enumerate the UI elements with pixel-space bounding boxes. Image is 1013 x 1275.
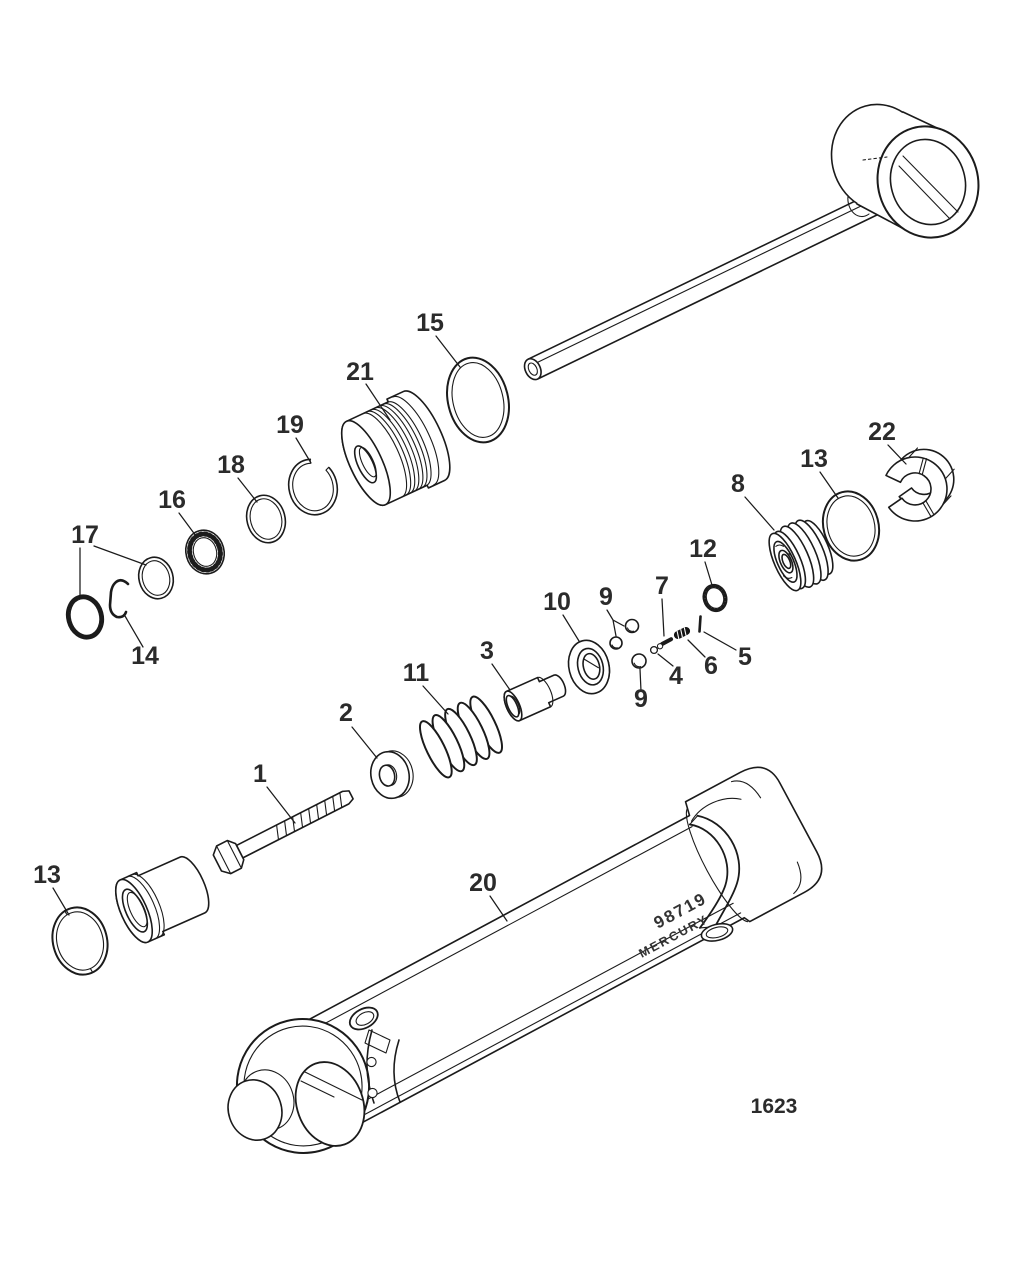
callout-20: 20 [469, 869, 508, 922]
callout-label-13-right: 13 [800, 445, 828, 473]
callout-16: 16 [158, 486, 197, 537]
callout-14: 14 [124, 615, 159, 670]
callout-13-right: 13 [800, 445, 839, 499]
callout-17: 17 [71, 521, 147, 598]
callout-3: 3 [480, 637, 511, 691]
part-o-ring-18 [245, 494, 287, 544]
callout-11: 11 [403, 659, 449, 715]
callout-9-bottom: 9 [634, 668, 648, 713]
part-cylinder-body-20: 98719 MERCURY [227, 766, 823, 1154]
part-piston-rod [523, 103, 980, 381]
cylinder-collar [364, 1029, 401, 1104]
part-spring-11 [419, 695, 503, 779]
callout-label-8: 8 [731, 470, 745, 498]
callout-label-12: 12 [689, 535, 717, 563]
callout-label-20: 20 [469, 869, 497, 897]
callout-15: 15 [416, 309, 461, 368]
callout-label-21: 21 [346, 358, 374, 386]
callout-label-7: 7 [655, 572, 669, 600]
part-sleeve-3 [503, 674, 567, 722]
callout-label-14: 14 [131, 642, 159, 670]
part-pin-7 [656, 637, 674, 650]
part-o-ring-15 [446, 356, 510, 444]
part-o-ring-13-right [821, 490, 881, 562]
callout-label-3: 3 [480, 637, 494, 665]
callout-label-9-bottom: 9 [634, 685, 648, 713]
callout-10: 10 [543, 588, 580, 642]
callout-6: 6 [687, 639, 718, 680]
callout-label-18: 18 [217, 451, 245, 479]
callout-label-22: 22 [868, 418, 896, 446]
part-bolt-1 [212, 790, 354, 875]
figure-number: 1623 [751, 1095, 798, 1118]
part-ring-17-b [137, 556, 175, 600]
rod-eye [830, 103, 980, 239]
callout-label-9-top: 9 [599, 583, 613, 611]
part-ring-17-a [65, 594, 105, 640]
part-end-cap-21 [340, 390, 451, 507]
part-o-ring-12 [702, 583, 728, 613]
callout-2: 2 [339, 699, 378, 759]
callout-label-2: 2 [339, 699, 353, 727]
callout-7: 7 [655, 572, 669, 637]
part-ball-4 [649, 645, 659, 655]
callout-label-17: 17 [71, 521, 99, 549]
callout-1: 1 [253, 760, 296, 824]
cylinder-port [348, 1006, 379, 1031]
part-left-end-cap [114, 855, 210, 944]
callout-label-6: 6 [704, 652, 718, 680]
callout-22: 22 [868, 418, 907, 465]
callout-5: 5 [703, 631, 752, 671]
callout-13-left: 13 [33, 861, 70, 916]
part-seal-16 [184, 529, 226, 575]
part-retaining-ring-19 [287, 458, 339, 516]
callout-label-10: 10 [543, 588, 571, 616]
callout-21: 21 [346, 358, 391, 421]
callout-9-top: 9 [599, 583, 625, 637]
callout-label-15: 15 [416, 309, 444, 337]
callout-12: 12 [689, 535, 717, 586]
callout-18: 18 [217, 451, 258, 503]
part-clip-14 [108, 578, 130, 619]
part-o-ring-13-left [51, 906, 109, 976]
callout-label-5: 5 [738, 643, 752, 671]
part-balls-9 [609, 618, 647, 669]
part-pin-5 [698, 615, 702, 633]
part-spring-guide-10 [567, 639, 611, 695]
callout-label-11: 11 [403, 659, 430, 687]
callout-label-13-left: 13 [33, 861, 61, 889]
callout-label-1: 1 [253, 760, 267, 788]
callout-label-16: 16 [158, 486, 186, 514]
callout-8: 8 [731, 470, 775, 531]
callout-4: 4 [657, 653, 683, 690]
callout-label-19: 19 [276, 411, 304, 439]
part-piston-8 [768, 519, 834, 592]
part-split-collar-22 [885, 447, 955, 522]
callout-19: 19 [276, 411, 312, 464]
part-spring-6 [673, 627, 691, 640]
part-washer-2 [369, 750, 414, 800]
callout-label-4: 4 [669, 662, 683, 690]
